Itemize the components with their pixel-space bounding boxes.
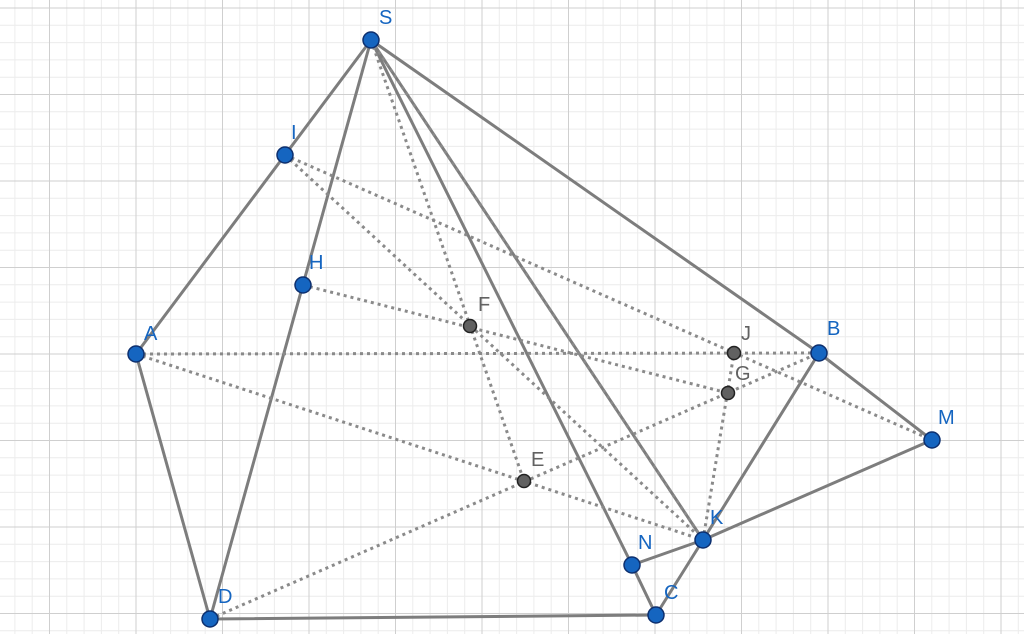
point-A[interactable]: A xyxy=(127,323,158,363)
point-E[interactable]: E xyxy=(516,449,545,489)
point-A-marker[interactable] xyxy=(127,345,145,363)
point-D[interactable]: D xyxy=(201,586,232,628)
point-K-label: K xyxy=(710,507,724,529)
point-K-marker[interactable] xyxy=(694,531,712,549)
point-J-label: J xyxy=(741,323,751,345)
segment-KM[interactable] xyxy=(701,438,934,542)
point-K[interactable]: K xyxy=(694,507,724,549)
point-I-marker[interactable] xyxy=(276,146,294,164)
point-I[interactable]: I xyxy=(276,122,297,164)
point-J-marker[interactable] xyxy=(726,345,742,361)
segment-CK[interactable] xyxy=(654,538,705,617)
point-E-label: E xyxy=(531,449,544,471)
point-G[interactable]: G xyxy=(720,363,751,401)
point-N[interactable]: N xyxy=(623,532,652,574)
point-A-label: A xyxy=(144,323,158,345)
segment-SE-dotted[interactable] xyxy=(369,39,526,482)
segment-BM[interactable] xyxy=(817,351,934,442)
segment-AB-dotted[interactable] xyxy=(135,351,820,356)
segment-SD[interactable] xyxy=(208,38,373,621)
point-M-marker[interactable] xyxy=(923,431,941,449)
point-D-marker[interactable] xyxy=(201,610,219,628)
point-M[interactable]: M xyxy=(923,407,955,449)
point-S-marker[interactable] xyxy=(362,31,380,49)
segment-DB-dotted[interactable] xyxy=(209,351,820,621)
point-B[interactable]: B xyxy=(810,318,840,362)
point-C[interactable]: C xyxy=(647,582,678,624)
segment-HG-dotted[interactable] xyxy=(302,283,729,395)
segment-SK-dotted[interactable] xyxy=(369,39,705,541)
segment-KB[interactable] xyxy=(701,351,821,542)
segment-SB[interactable] xyxy=(369,38,821,355)
point-S-label: S xyxy=(379,7,392,29)
points-layer: S I H A B M K N C D F JG E xyxy=(127,7,955,628)
point-B-label: B xyxy=(827,318,840,340)
point-E-marker[interactable] xyxy=(516,473,532,489)
point-J[interactable]: J xyxy=(726,323,752,361)
point-G-label: G xyxy=(735,363,751,385)
point-H-marker[interactable] xyxy=(294,276,312,294)
point-D-label: D xyxy=(218,586,232,608)
point-N-marker[interactable] xyxy=(623,556,641,574)
segment-CN[interactable] xyxy=(630,563,658,617)
segment-SA[interactable] xyxy=(134,38,373,356)
point-B-marker[interactable] xyxy=(810,344,828,362)
point-M-label: M xyxy=(938,407,955,429)
segment-IM-dotted[interactable] xyxy=(284,153,933,442)
segments-layer xyxy=(134,38,934,621)
point-F-marker[interactable] xyxy=(462,318,478,334)
point-F-label: F xyxy=(478,294,490,316)
point-I-label: I xyxy=(291,122,297,144)
segment-AD[interactable] xyxy=(134,352,212,621)
point-C-label: C xyxy=(664,582,678,604)
segment-AK-dotted[interactable] xyxy=(135,352,704,542)
segment-NK[interactable] xyxy=(630,538,705,567)
segment-DC[interactable] xyxy=(208,613,658,621)
point-S[interactable]: S xyxy=(362,7,392,49)
segment-SN[interactable] xyxy=(369,38,634,567)
point-N-label: N xyxy=(638,532,652,554)
point-C-marker[interactable] xyxy=(647,606,665,624)
point-G-marker[interactable] xyxy=(720,385,736,401)
point-H[interactable]: H xyxy=(294,252,323,294)
point-F[interactable]: F xyxy=(462,294,491,334)
point-H-label: H xyxy=(309,252,323,274)
